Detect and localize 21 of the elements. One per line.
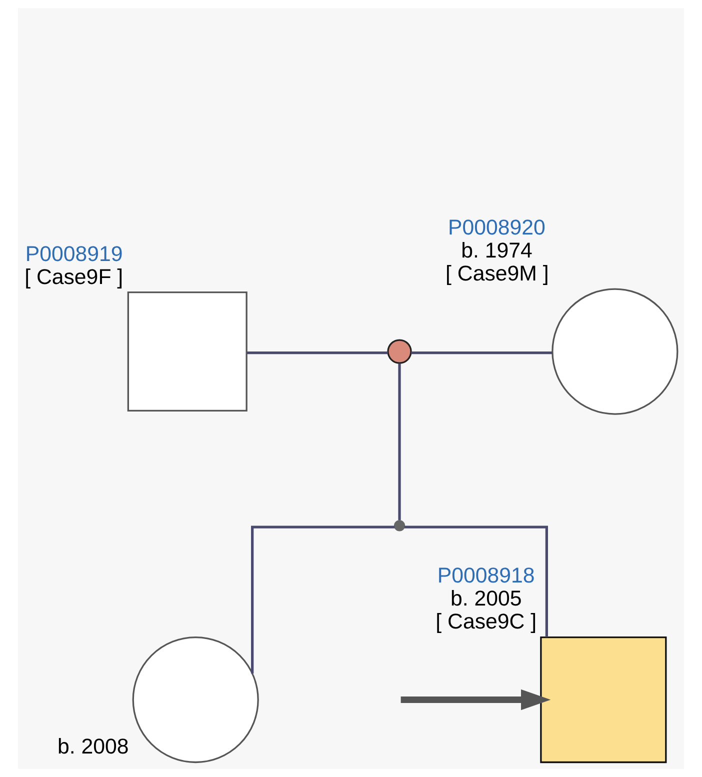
node-label: P0008918 — [437, 564, 535, 588]
node-circle — [552, 288, 678, 415]
connector — [251, 526, 395, 674]
node-circle — [387, 339, 412, 364]
node-label: b. 1974 — [461, 238, 532, 262]
node-box — [540, 636, 667, 764]
node-label: [ Case9C ] — [436, 610, 537, 634]
connector — [398, 364, 401, 520]
arrow — [400, 689, 551, 710]
node-label: P0008919 — [25, 242, 123, 266]
node-label: b. 2008 — [57, 734, 129, 759]
connector — [411, 351, 552, 354]
node-label: [ Case9F ] — [24, 264, 124, 289]
node-box — [127, 292, 248, 412]
node-circle — [132, 636, 259, 764]
node-dot — [394, 520, 406, 532]
node-label: P0008920 — [448, 215, 546, 240]
node-label: [ Case9M ] — [446, 261, 549, 286]
connector — [247, 351, 388, 354]
node-label: b. 2005 — [450, 586, 522, 611]
connector — [404, 526, 548, 637]
